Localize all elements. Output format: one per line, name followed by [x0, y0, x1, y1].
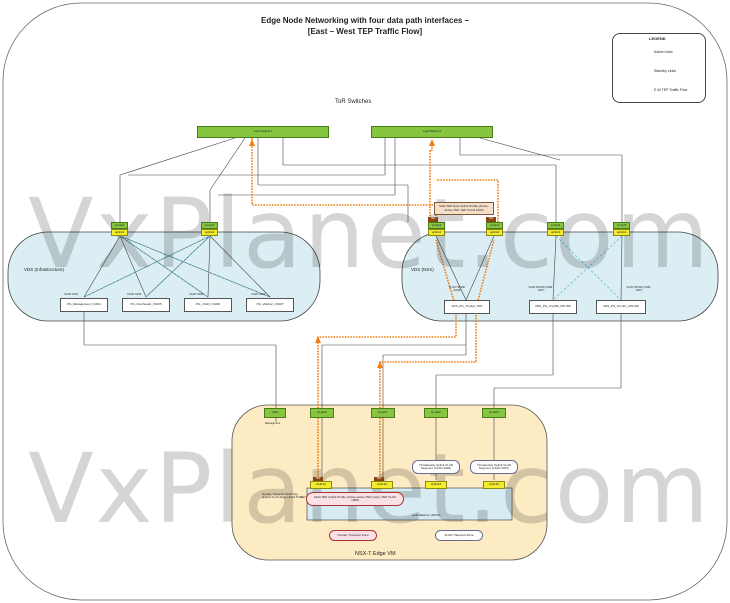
title-line-1: Edge Node Networking with four data path…	[260, 16, 470, 25]
infra-uplink2: uplink2	[201, 229, 218, 236]
nsx-vmnic5: vmnic5	[613, 222, 630, 229]
edge-uplink4: Uplink4	[483, 481, 505, 489]
watermark-top: VxPlanet.com	[28, 178, 711, 290]
legend-heading: LEGEND	[649, 36, 666, 41]
host-uplink-profile-note: Multi TEP Host Uplink Profile (Active-Ac…	[434, 202, 494, 215]
infra-uplink1: uplink1	[111, 229, 128, 236]
tep-tag: TEP	[486, 217, 496, 222]
portgroup: PG_Overheads_V1005	[122, 298, 170, 312]
infra-vmnic0: vmnic0	[111, 222, 128, 229]
watermark-bottom: VxPlanet.com	[28, 433, 711, 545]
legend-item-flow: E-W TEP Traffic Flow	[654, 88, 688, 92]
legend-item-standby: Standby Links	[654, 69, 676, 73]
edge-vnic-eth0: eth0	[264, 408, 286, 418]
title-line-2: [East – West TEP Traffic Flow]	[307, 27, 423, 36]
nvds-label: Load Balancer (NVDS)	[412, 513, 441, 517]
pg-vlan-label: VLAN 1005	[127, 292, 142, 296]
flow-arrows	[249, 139, 435, 368]
nsx-uplink4: uplink4	[613, 229, 630, 236]
leaf-switch-1: Leaf Switch 1	[197, 126, 329, 138]
pg-vlan-label: VLAN 1007	[251, 292, 266, 296]
nsx-vmnic4: vmnic4	[547, 222, 564, 229]
nsx-pg-vlan-label: VLAN TRUNK (1008)	[448, 286, 466, 293]
tor-label: ToR Switches	[335, 99, 372, 105]
pg-vlan-label: VLAN 1006	[189, 292, 204, 296]
nsx-vmnic3: vmnic3	[486, 222, 503, 229]
leaf-switch-2: Leaf Switch 2	[371, 126, 493, 138]
multi-tep-profile-note: Multi-TEP Uplink Profile (Active-Active …	[306, 492, 404, 506]
portgroup: PG_vSAN_V1006	[184, 298, 232, 312]
nvds-box	[306, 487, 513, 521]
legend-box	[612, 33, 706, 103]
diagram-title: Edge Node Networking with four data path…	[170, 15, 560, 37]
edge-uplink1: Uplink1	[310, 481, 332, 489]
tep-tag: TEP	[313, 477, 323, 481]
portgroup: PG_Management_V1001	[60, 298, 108, 312]
nsx-pg-vlan-label: VLAN TRUNK (1008 - 1027)	[528, 286, 554, 293]
edge-vnic-fp-eth0: fp-eth0	[310, 408, 334, 418]
edge-vnic-fp-eth3: fp-eth3	[482, 408, 506, 418]
vds-infra-label: VDS (Infrastructure)	[24, 267, 65, 272]
edge-vnic-fp-eth1: fp-eth1	[371, 408, 395, 418]
edge-vm-label: NSX-T Edge VM	[355, 551, 396, 557]
tep-tag: TEP	[428, 217, 438, 222]
pg-vlan-label: VLAN 1001	[64, 292, 79, 296]
nsx-uplink3: uplink3	[547, 229, 564, 236]
edge-uplink3: Uplink3	[425, 481, 447, 489]
portgroup: PG_vMotion_V1007	[246, 298, 294, 312]
nsx-uplink2: uplink2	[486, 229, 503, 236]
infra-vmnic1: vmnic1	[201, 222, 218, 229]
t0-segment-1: T0 Gateway Uplink VLAN Segment (VLAN 102…	[412, 460, 460, 474]
overlay-vlan-note: Overlay Transport VLAN Tag applied by th…	[262, 492, 304, 500]
vlan-transport-zone: VLAN Transport Zone	[435, 530, 483, 541]
t0-segment-2: T0 Gateway Uplink VLAN Segment (VLAN 102…	[470, 460, 518, 474]
nsx-uplink1: uplink1	[428, 229, 445, 236]
tep-tag: TEP	[374, 477, 384, 481]
overlay-transport-zone: Overlay Transport Zone	[329, 530, 377, 541]
standby-links	[83, 235, 623, 301]
vds-nsx-label: VDS (NSX)	[411, 267, 434, 272]
nsx-portgroup-tep: VDS_PG_TrunkA_TEP	[444, 300, 490, 314]
legend-item-active: Active Links	[654, 50, 673, 54]
nsx-portgroup-uplink-c: VDS_PG_TrunkC_UPLINK	[596, 300, 646, 314]
edge-vnic-note: Management	[265, 422, 281, 425]
nsx-pg-vlan-label: VLAN TRUNK (1008 - 1027)	[626, 286, 652, 293]
nsx-portgroup-uplink-b: VDS_PG_TrunkB_UPLINK	[529, 300, 577, 314]
edge-uplink2: Uplink2	[371, 481, 393, 489]
edge-vnic-fp-eth2: fp-eth2	[424, 408, 448, 418]
nsx-vmnic2: vmnic2	[428, 222, 445, 229]
